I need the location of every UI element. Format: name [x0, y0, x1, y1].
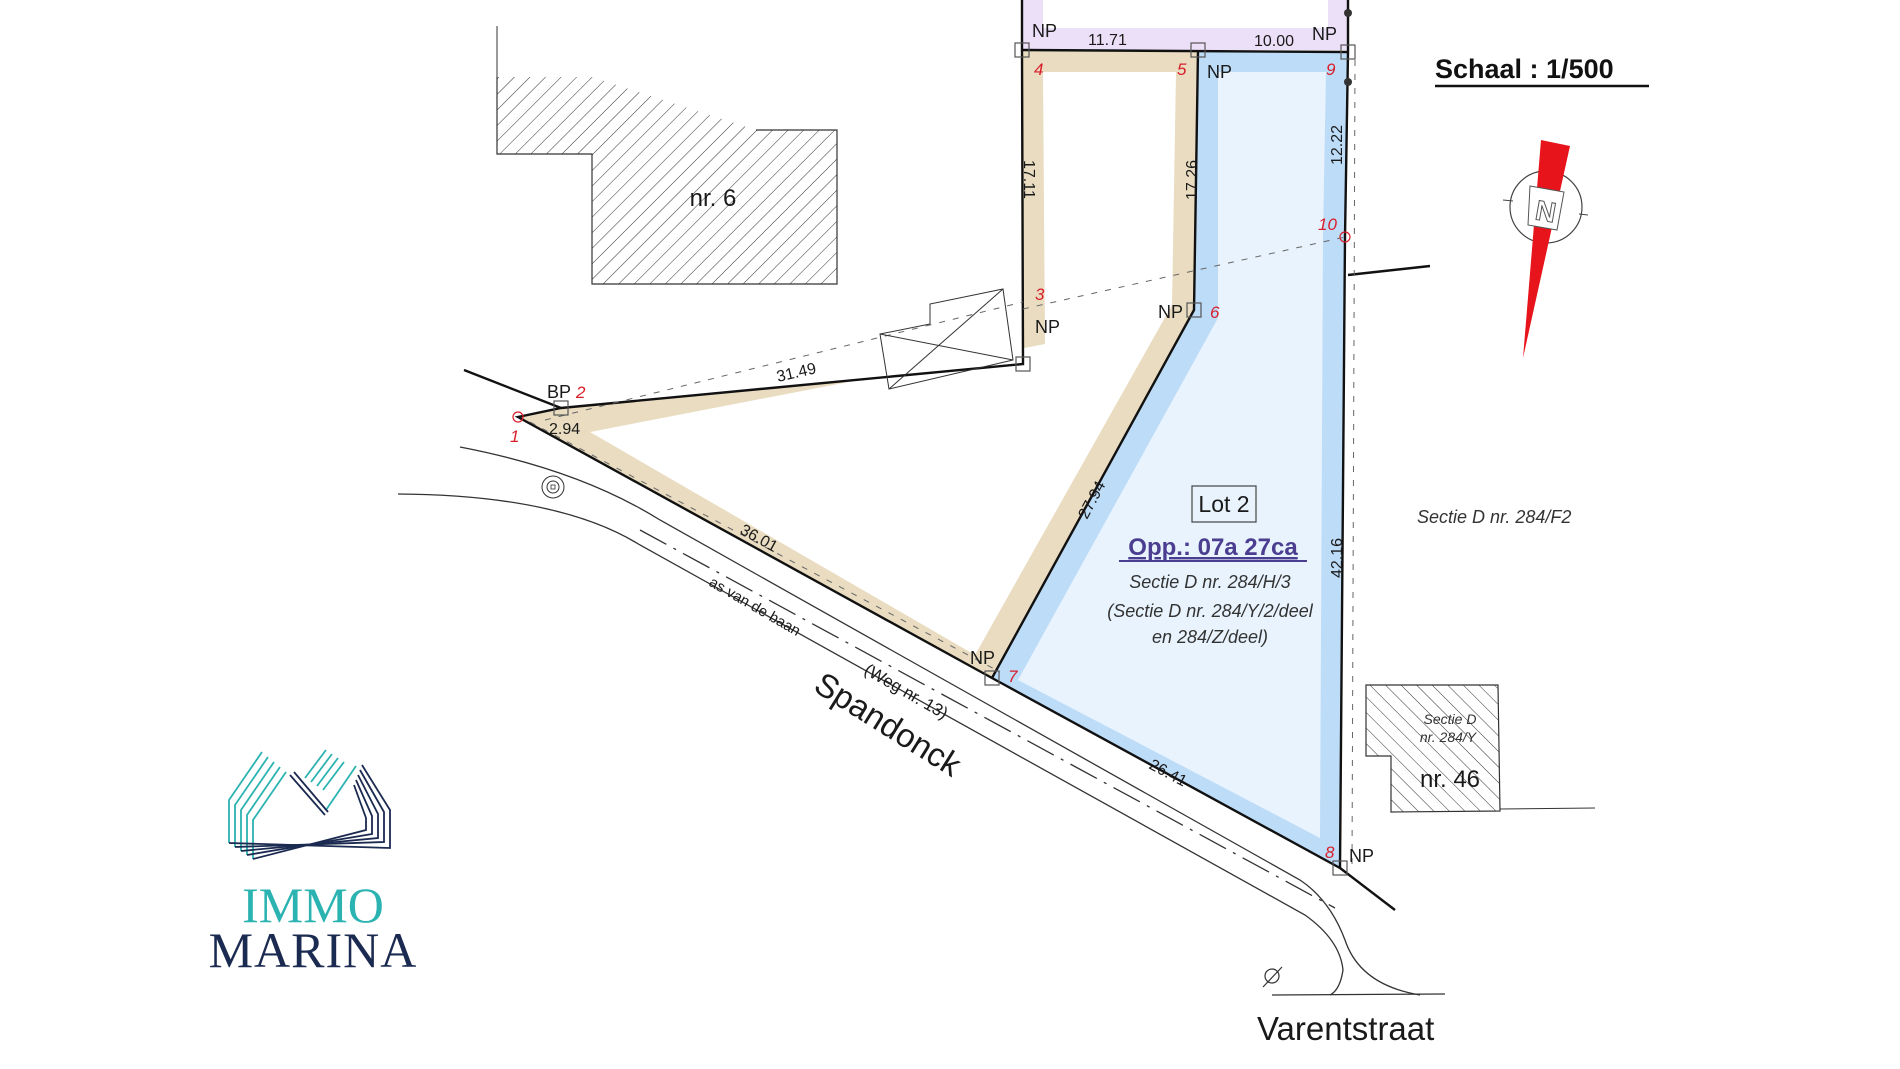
point-2: 2 [575, 383, 586, 402]
fence-posts [1344, 9, 1352, 86]
diameter-symbol-icon [1262, 966, 1283, 988]
lot-area: Opp.: 07a 27ca [1128, 534, 1298, 561]
marker-np-6: NP [1158, 302, 1183, 322]
point-numbers: 1 2 3 4 5 6 7 8 9 10 [510, 60, 1337, 862]
logo-immo: IMMO [242, 877, 384, 933]
building-nr-46 [1365, 684, 1596, 813]
svg-text:N: N [1533, 194, 1558, 228]
street-varentstraat: Varentstraat [1257, 1010, 1434, 1047]
neighbour-lot-top [1023, 0, 1348, 50]
shed [879, 288, 1014, 390]
point-5: 5 [1177, 60, 1187, 79]
svg-text:11.71: 11.71 [1088, 32, 1127, 49]
lot-2-area[interactable] [992, 50, 1348, 868]
marker-np-8: NP [1349, 846, 1374, 866]
fence-lines [529, 59, 1356, 869]
scale-label: Schaal : 1/500 [1435, 54, 1614, 84]
lot-origin-1: (Sectie D nr. 284/Y/2/deel [1107, 601, 1313, 621]
point-10: 10 [1318, 215, 1337, 234]
lot-1-band [518, 50, 1198, 678]
road-spandonck [397, 446, 1446, 996]
svg-text:42.16: 42.16 [1329, 538, 1346, 578]
house-icon [228, 749, 391, 860]
svg-text:17.11: 17.11 [1020, 160, 1037, 199]
point-3: 3 [1035, 285, 1045, 304]
lot-title: Lot 2 [1198, 491, 1249, 517]
marker-bp: BP [547, 382, 571, 402]
marker-np-5: NP [1207, 62, 1232, 82]
manhole-icon [541, 475, 565, 499]
marker-np-3: NP [1035, 317, 1060, 337]
immo-marina-logo: IMMO MARINA [209, 749, 418, 978]
marker-np-4: NP [1032, 21, 1057, 41]
building-nr-46-section-2: nr. 284/Y [1420, 729, 1478, 745]
north-arrow-icon: N [1502, 140, 1589, 358]
point-8: 8 [1325, 843, 1335, 862]
svg-text:31.49: 31.49 [775, 360, 818, 386]
svg-text:2.94: 2.94 [549, 421, 580, 438]
marker-np-7: NP [970, 648, 995, 668]
corner-markers [512, 42, 1356, 876]
point-1: 1 [510, 427, 519, 446]
lot-title-box [1191, 485, 1257, 523]
svg-text:17.26: 17.26 [1184, 160, 1201, 200]
lot-origin-2: en 284/Z/deel) [1152, 627, 1268, 647]
lot-2-labels: Lot 2 Opp.: 07a 27ca Sectie D nr. 284/H/… [1107, 485, 1314, 647]
parcel-boundaries [463, 0, 1431, 911]
lot-parcel: Sectie D nr. 284/H/3 [1129, 572, 1290, 592]
neighbour-parcel-label: Sectie D nr. 284/F2 [1417, 507, 1571, 527]
road-axis-label: as van de baan [706, 574, 803, 640]
svg-text:12.22: 12.22 [1329, 125, 1346, 165]
point-9: 9 [1326, 60, 1336, 79]
point-4: 4 [1034, 60, 1043, 79]
building-nr-6 [496, 26, 838, 285]
point-6: 6 [1210, 303, 1220, 322]
building-nr-6-label: nr. 6 [690, 185, 737, 212]
building-nr-46-section-1: Sectie D [1424, 711, 1477, 727]
point-marker-labels: BP NP NP NP NP NP NP NP [547, 21, 1374, 866]
dimension-labels: 2.94 31.49 17.11 11.71 10.00 17.26 12.22… [549, 32, 1346, 790]
building-nr-46-label: nr. 46 [1420, 766, 1480, 793]
point-7: 7 [1008, 667, 1018, 686]
logo-marina: MARINA [209, 922, 418, 978]
svg-text:10.00: 10.00 [1254, 33, 1294, 50]
marker-np-9: NP [1312, 24, 1337, 44]
